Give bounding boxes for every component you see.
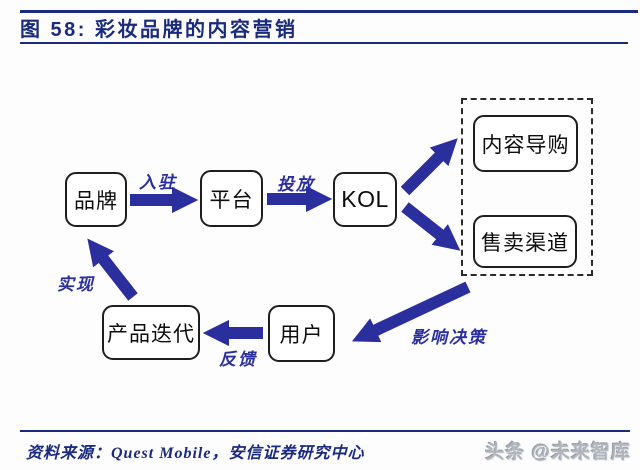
- node-sales-channel: 售卖渠道: [473, 215, 577, 268]
- edge-label-brand-platform: 入驻: [139, 173, 177, 192]
- node-product-iteration: 产品迭代: [102, 305, 200, 360]
- title-underline-rule: [20, 42, 628, 44]
- source-note: 资料来源：Quest Mobile，安信证券研究中心: [26, 445, 365, 462]
- edge-label-user-iteration: 反馈: [219, 350, 257, 369]
- edge-outlets-user-arrow: [351, 281, 471, 343]
- footer-rule: [20, 430, 630, 432]
- node-brand: 品牌: [65, 172, 127, 227]
- node-content-guide: 内容导购: [473, 115, 578, 172]
- node-kol: KOL: [333, 172, 397, 227]
- node-platform: 平台: [200, 170, 263, 227]
- edge-kol-content-guide-arrow: [400, 138, 458, 196]
- figure-title: 图 58: 彩妆品牌的内容营销: [20, 19, 298, 41]
- top-rule: [20, 10, 638, 13]
- edge-label-platform-kol: 投放: [277, 175, 315, 194]
- kol-outlets-group: [461, 98, 593, 276]
- node-user: 用户: [268, 305, 335, 362]
- edge-iteration-brand-arrow: [87, 238, 138, 301]
- edge-label-iteration-brand: 实现: [57, 275, 95, 294]
- edge-label-outlets-user: 影响决策: [411, 328, 487, 347]
- edge-kol-sales-channel-arrow: [401, 202, 461, 251]
- watermark-toutiao: 头条 @未来智库: [485, 442, 631, 463]
